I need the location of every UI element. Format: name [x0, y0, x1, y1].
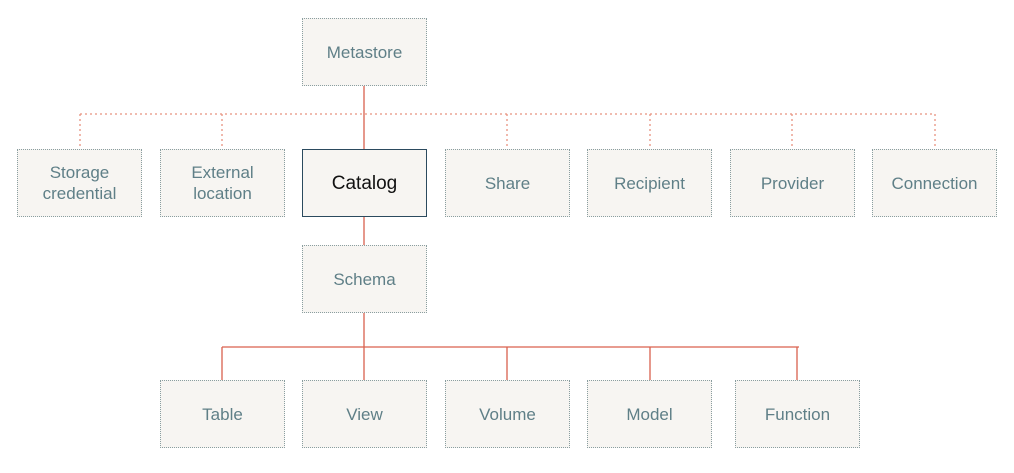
node-recipient: Recipient	[587, 149, 712, 217]
node-model: Model	[587, 380, 712, 448]
node-view: View	[302, 380, 427, 448]
node-function: Function	[735, 380, 860, 448]
node-external-location: External location	[160, 149, 285, 217]
node-catalog: Catalog	[302, 149, 427, 217]
node-table: Table	[160, 380, 285, 448]
node-share: Share	[445, 149, 570, 217]
node-metastore: Metastore	[302, 18, 427, 86]
node-connection: Connection	[872, 149, 997, 217]
node-volume: Volume	[445, 380, 570, 448]
node-schema: Schema	[302, 245, 427, 313]
node-provider: Provider	[730, 149, 855, 217]
node-storage-credential: Storage credential	[17, 149, 142, 217]
